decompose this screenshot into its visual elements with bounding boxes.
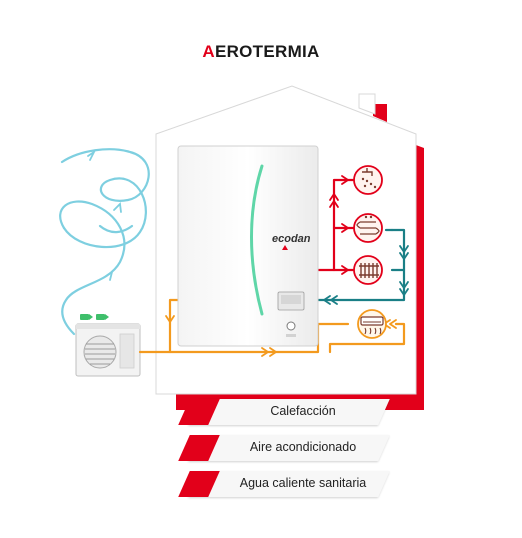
indoor-unit-body	[177, 145, 319, 347]
outdoor-unit-icon	[75, 314, 141, 377]
air-swirl-tail	[98, 224, 134, 234]
radiator-icon	[353, 255, 383, 285]
air-swirl-lower	[59, 200, 126, 336]
supply-main	[316, 178, 356, 272]
underfloor-heating-icon	[353, 213, 383, 243]
air-arrow-1	[87, 149, 97, 161]
outdoor-fan-grille	[85, 343, 115, 365]
legend-label: Aire acondicionado	[249, 440, 357, 454]
indoor-unit-knob	[286, 321, 296, 331]
outdoor-fan	[83, 335, 117, 369]
chimney	[358, 93, 376, 115]
brand-logo-icon	[282, 245, 288, 250]
return-main	[316, 228, 406, 302]
legend-item-calefaccion: Calefacción	[178, 399, 390, 425]
pipe-indoor-loop	[168, 298, 182, 354]
indoor-unit-icon: ecodan	[177, 145, 319, 347]
chimney-shadow	[373, 104, 387, 122]
legend-item-aire-acondicionado: Aire acondicionado	[178, 435, 390, 461]
legend-item-agua-caliente-sanitaria: Agua caliente sanitaria	[178, 471, 390, 497]
air-conditioner-icon	[357, 309, 387, 339]
page-title: AEROTERMIA	[0, 42, 522, 62]
shower-tap-icon	[353, 165, 383, 195]
pipe-ac-return	[328, 322, 406, 354]
legend-label: Agua caliente sanitaria	[239, 476, 367, 490]
return-pipe	[316, 228, 409, 305]
air-arrow-3	[105, 269, 114, 281]
supply-pipe	[316, 175, 356, 275]
indoor-unit-green-stripe	[250, 164, 264, 316]
title-first-letter: A	[202, 42, 215, 61]
energy-tags	[80, 314, 109, 320]
unit-brand: ecodan	[272, 233, 311, 245]
air-flow-swirl	[59, 148, 150, 336]
air-swirl-upper	[60, 148, 150, 249]
air-arrow-2	[113, 202, 122, 213]
legend-label: Calefacción	[270, 404, 336, 418]
title-rest: EROTERMIA	[214, 42, 320, 61]
